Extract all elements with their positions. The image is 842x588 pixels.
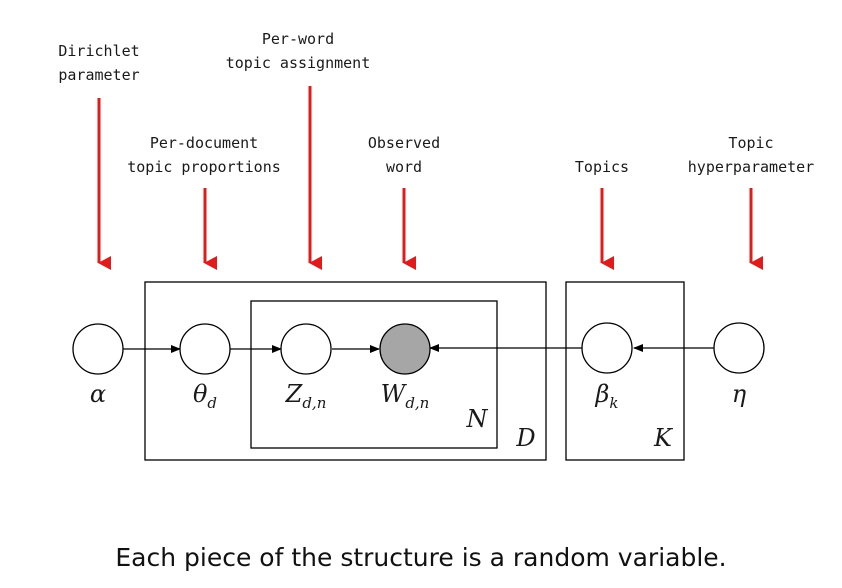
node-theta [179, 323, 231, 375]
annotation-topics: Topics [575, 158, 629, 176]
caption: Each piece of the structure is a random … [115, 543, 727, 572]
label-beta: βk [595, 380, 619, 412]
label-alpha: α [90, 380, 106, 408]
plate-k-label: K [653, 424, 674, 452]
node-w-observed [379, 323, 431, 375]
label-eta: η [732, 380, 747, 408]
plate-n [250, 300, 498, 449]
annotation-dirichlet-line1: Dirichlet [58, 42, 139, 60]
node-eta [713, 322, 765, 374]
annotation-dirichlet-line2: parameter [58, 66, 139, 84]
label-z: Zd,n [285, 380, 327, 412]
label-w: Wd,n [381, 380, 430, 412]
annotation-topic-hyper-line1: Topic [728, 134, 773, 152]
plate-k [565, 281, 685, 461]
annotation-per-word-line1: Per-word [262, 30, 334, 48]
annotation-observed-line1: Observed [368, 134, 440, 152]
annotation-per-doc-line1: Per-document [150, 134, 258, 152]
label-theta: θd [193, 380, 217, 412]
annotation-per-doc-line2: topic proportions [127, 158, 281, 176]
node-z [280, 323, 332, 375]
plate-n-label: N [466, 405, 489, 433]
node-beta [581, 322, 633, 374]
annotation-topic-hyper-line2: hyperparameter [688, 158, 814, 176]
annotation-per-word-line2: topic assignment [226, 54, 371, 72]
plate-d-label: D [515, 424, 535, 452]
annotation-observed-line2: word [386, 158, 422, 176]
node-alpha [72, 323, 124, 375]
plate-d [144, 281, 547, 461]
